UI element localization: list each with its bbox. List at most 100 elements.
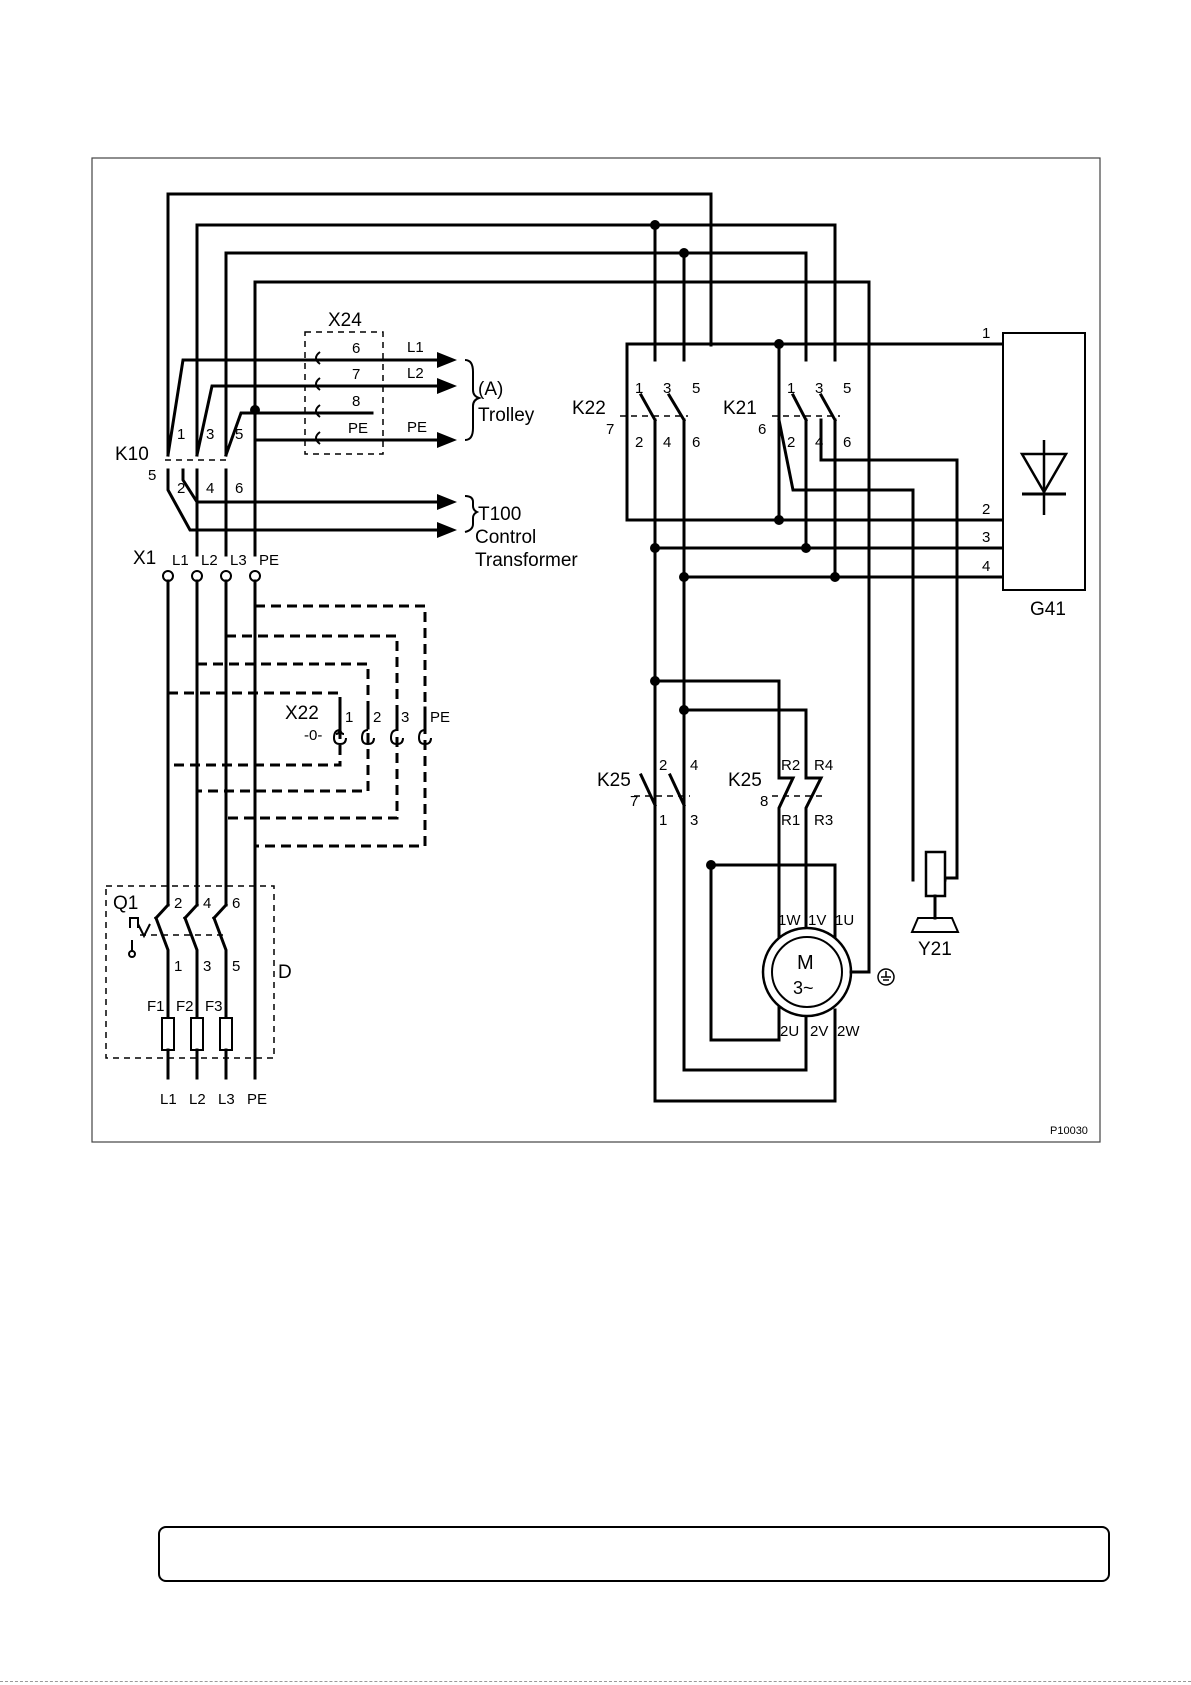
motor-pin-2v: 2V xyxy=(810,1023,828,1040)
k10-pin-4: 4 xyxy=(206,480,214,497)
trolley-label: Trolley xyxy=(478,405,535,426)
t100-output: T100 Control Transformer xyxy=(437,494,578,571)
out-label-pe: PE xyxy=(407,419,427,436)
x24-pin-pe: PE xyxy=(348,420,368,437)
k21-pin-5: 5 xyxy=(843,380,851,397)
fuse-f2-label: F2 xyxy=(176,998,194,1015)
out-label-l2: L2 xyxy=(407,365,424,382)
q1-pin-5: 5 xyxy=(232,958,240,975)
k25b-label: K25 xyxy=(728,770,762,791)
top-bus xyxy=(168,194,869,965)
diagram-frame xyxy=(92,158,1100,1142)
k25b-pin-r2: R2 xyxy=(781,757,800,774)
x22-pin-1: 1 xyxy=(345,709,353,726)
footer-box xyxy=(158,1526,1110,1582)
supply-l1: L1 xyxy=(160,1091,177,1108)
x1-terminal: X1 L1 L2 L3 PE xyxy=(133,548,279,581)
fuse-f3-label: F3 xyxy=(205,998,223,1015)
motor-pin-2u: 2U xyxy=(780,1023,799,1040)
x1-pin-pe: PE xyxy=(259,552,279,569)
x22-pin-pe: PE xyxy=(430,709,450,726)
motor-pin-1u: 1U xyxy=(835,912,854,929)
k22-pin-3: 3 xyxy=(663,380,671,397)
t100-label: T100 xyxy=(478,504,521,525)
d-label: D xyxy=(278,962,292,983)
x24-pin-8: 8 xyxy=(352,393,360,410)
x1-pin-l3: L3 xyxy=(230,552,247,569)
fuse-f1-label: F1 xyxy=(147,998,165,1015)
k22-number: 7 xyxy=(606,421,614,438)
k21-number: 6 xyxy=(758,421,766,438)
motor-pin-1v: 1V xyxy=(808,912,826,929)
k21-label: K21 xyxy=(723,398,757,419)
k25b-pin-r1: R1 xyxy=(781,812,800,829)
x24-connector: X24 6 7 8 PE L1 L2 PE (A) Trolley xyxy=(305,310,535,454)
k22-label: K22 xyxy=(572,398,606,419)
k10-pin-1: 1 xyxy=(177,426,185,443)
k22-pin-4: 4 xyxy=(663,434,671,451)
x22-sub: -0- xyxy=(304,727,322,744)
k10-switch: K10 5 1 3 5 2 4 6 xyxy=(115,360,447,555)
g41-pin-2: 2 xyxy=(982,501,990,518)
x24-pin-6: 6 xyxy=(352,340,360,357)
x1-pin-l2: L2 xyxy=(201,552,218,569)
k25-contacts: K25 7 2 4 1 3 K25 8 R2 R4 R1 R3 xyxy=(597,676,833,945)
supply-l3: L3 xyxy=(218,1091,235,1108)
g41-pin-1: 1 xyxy=(982,325,990,342)
q1-pin-1: 1 xyxy=(174,958,182,975)
motor-pin-1w: 1W xyxy=(778,912,801,929)
x22-pin-2: 2 xyxy=(373,709,381,726)
x22-bypass: X22 -0- 1 2 3 PE xyxy=(168,606,450,846)
k21-pin-3: 3 xyxy=(815,380,823,397)
k21-pin-1: 1 xyxy=(787,380,795,397)
x22-pin-3: 3 xyxy=(401,709,409,726)
y21-brake: Y21 xyxy=(912,850,958,960)
k25a-pin-3: 3 xyxy=(690,812,698,829)
supply-pe: PE xyxy=(247,1091,267,1108)
k25b-pin-r3: R3 xyxy=(814,812,833,829)
q1-pin-6: 6 xyxy=(232,895,240,912)
k22-pin-6: 6 xyxy=(692,434,700,451)
out-label-l1: L1 xyxy=(407,339,424,356)
k25b-pin-r4: R4 xyxy=(814,757,833,774)
motor-phase-label: 3~ xyxy=(793,978,814,998)
k10-pin-5: 5 xyxy=(235,426,243,443)
figure-id: P10030 xyxy=(1050,1125,1088,1137)
motor-m: M 3~ 1W 1V 1U 2U 2V 2W xyxy=(706,860,894,1040)
k21-contactor: K21 6 1 3 5 2 4 6 xyxy=(650,339,1003,878)
motor-m-label: M xyxy=(797,952,814,974)
control-label: Control xyxy=(475,527,536,548)
x24-label: X24 xyxy=(328,310,362,331)
g41-pin-4: 4 xyxy=(982,558,990,575)
k22-pin-5: 5 xyxy=(692,380,700,397)
g41-pin-3: 3 xyxy=(982,529,990,546)
k25a-pin-1: 1 xyxy=(659,812,667,829)
q1-pin-2: 2 xyxy=(174,895,182,912)
k21-pin-2: 2 xyxy=(787,434,795,451)
k21-pin-6: 6 xyxy=(843,434,851,451)
k10-pin-3: 3 xyxy=(206,426,214,443)
k10-number: 5 xyxy=(148,467,156,484)
k22-pin-2: 2 xyxy=(635,434,643,451)
y21-label: Y21 xyxy=(918,939,952,960)
k25a-pin-4: 4 xyxy=(690,757,698,774)
motor-pin-2w: 2W xyxy=(837,1023,860,1040)
q1-label: Q1 xyxy=(113,893,138,914)
q1-pin-3: 3 xyxy=(203,958,211,975)
x24-pin-7: 7 xyxy=(352,366,360,383)
transformer-label: Transformer xyxy=(475,550,578,571)
k25a-label: K25 xyxy=(597,770,631,791)
g41-label: G41 xyxy=(1030,599,1066,620)
supply-l2: L2 xyxy=(189,1091,206,1108)
trolley-a-label: (A) xyxy=(478,379,503,400)
x1-label: X1 xyxy=(133,548,156,569)
q1-pin-4: 4 xyxy=(203,895,211,912)
page-bottom-line xyxy=(0,1681,1191,1682)
x1-pin-l1: L1 xyxy=(172,552,189,569)
x22-label: X22 xyxy=(285,703,319,724)
k22-pin-1: 1 xyxy=(635,380,643,397)
k10-pin-2: 2 xyxy=(177,480,185,497)
k25a-pin-2: 2 xyxy=(659,757,667,774)
k10-label: K10 xyxy=(115,444,149,465)
